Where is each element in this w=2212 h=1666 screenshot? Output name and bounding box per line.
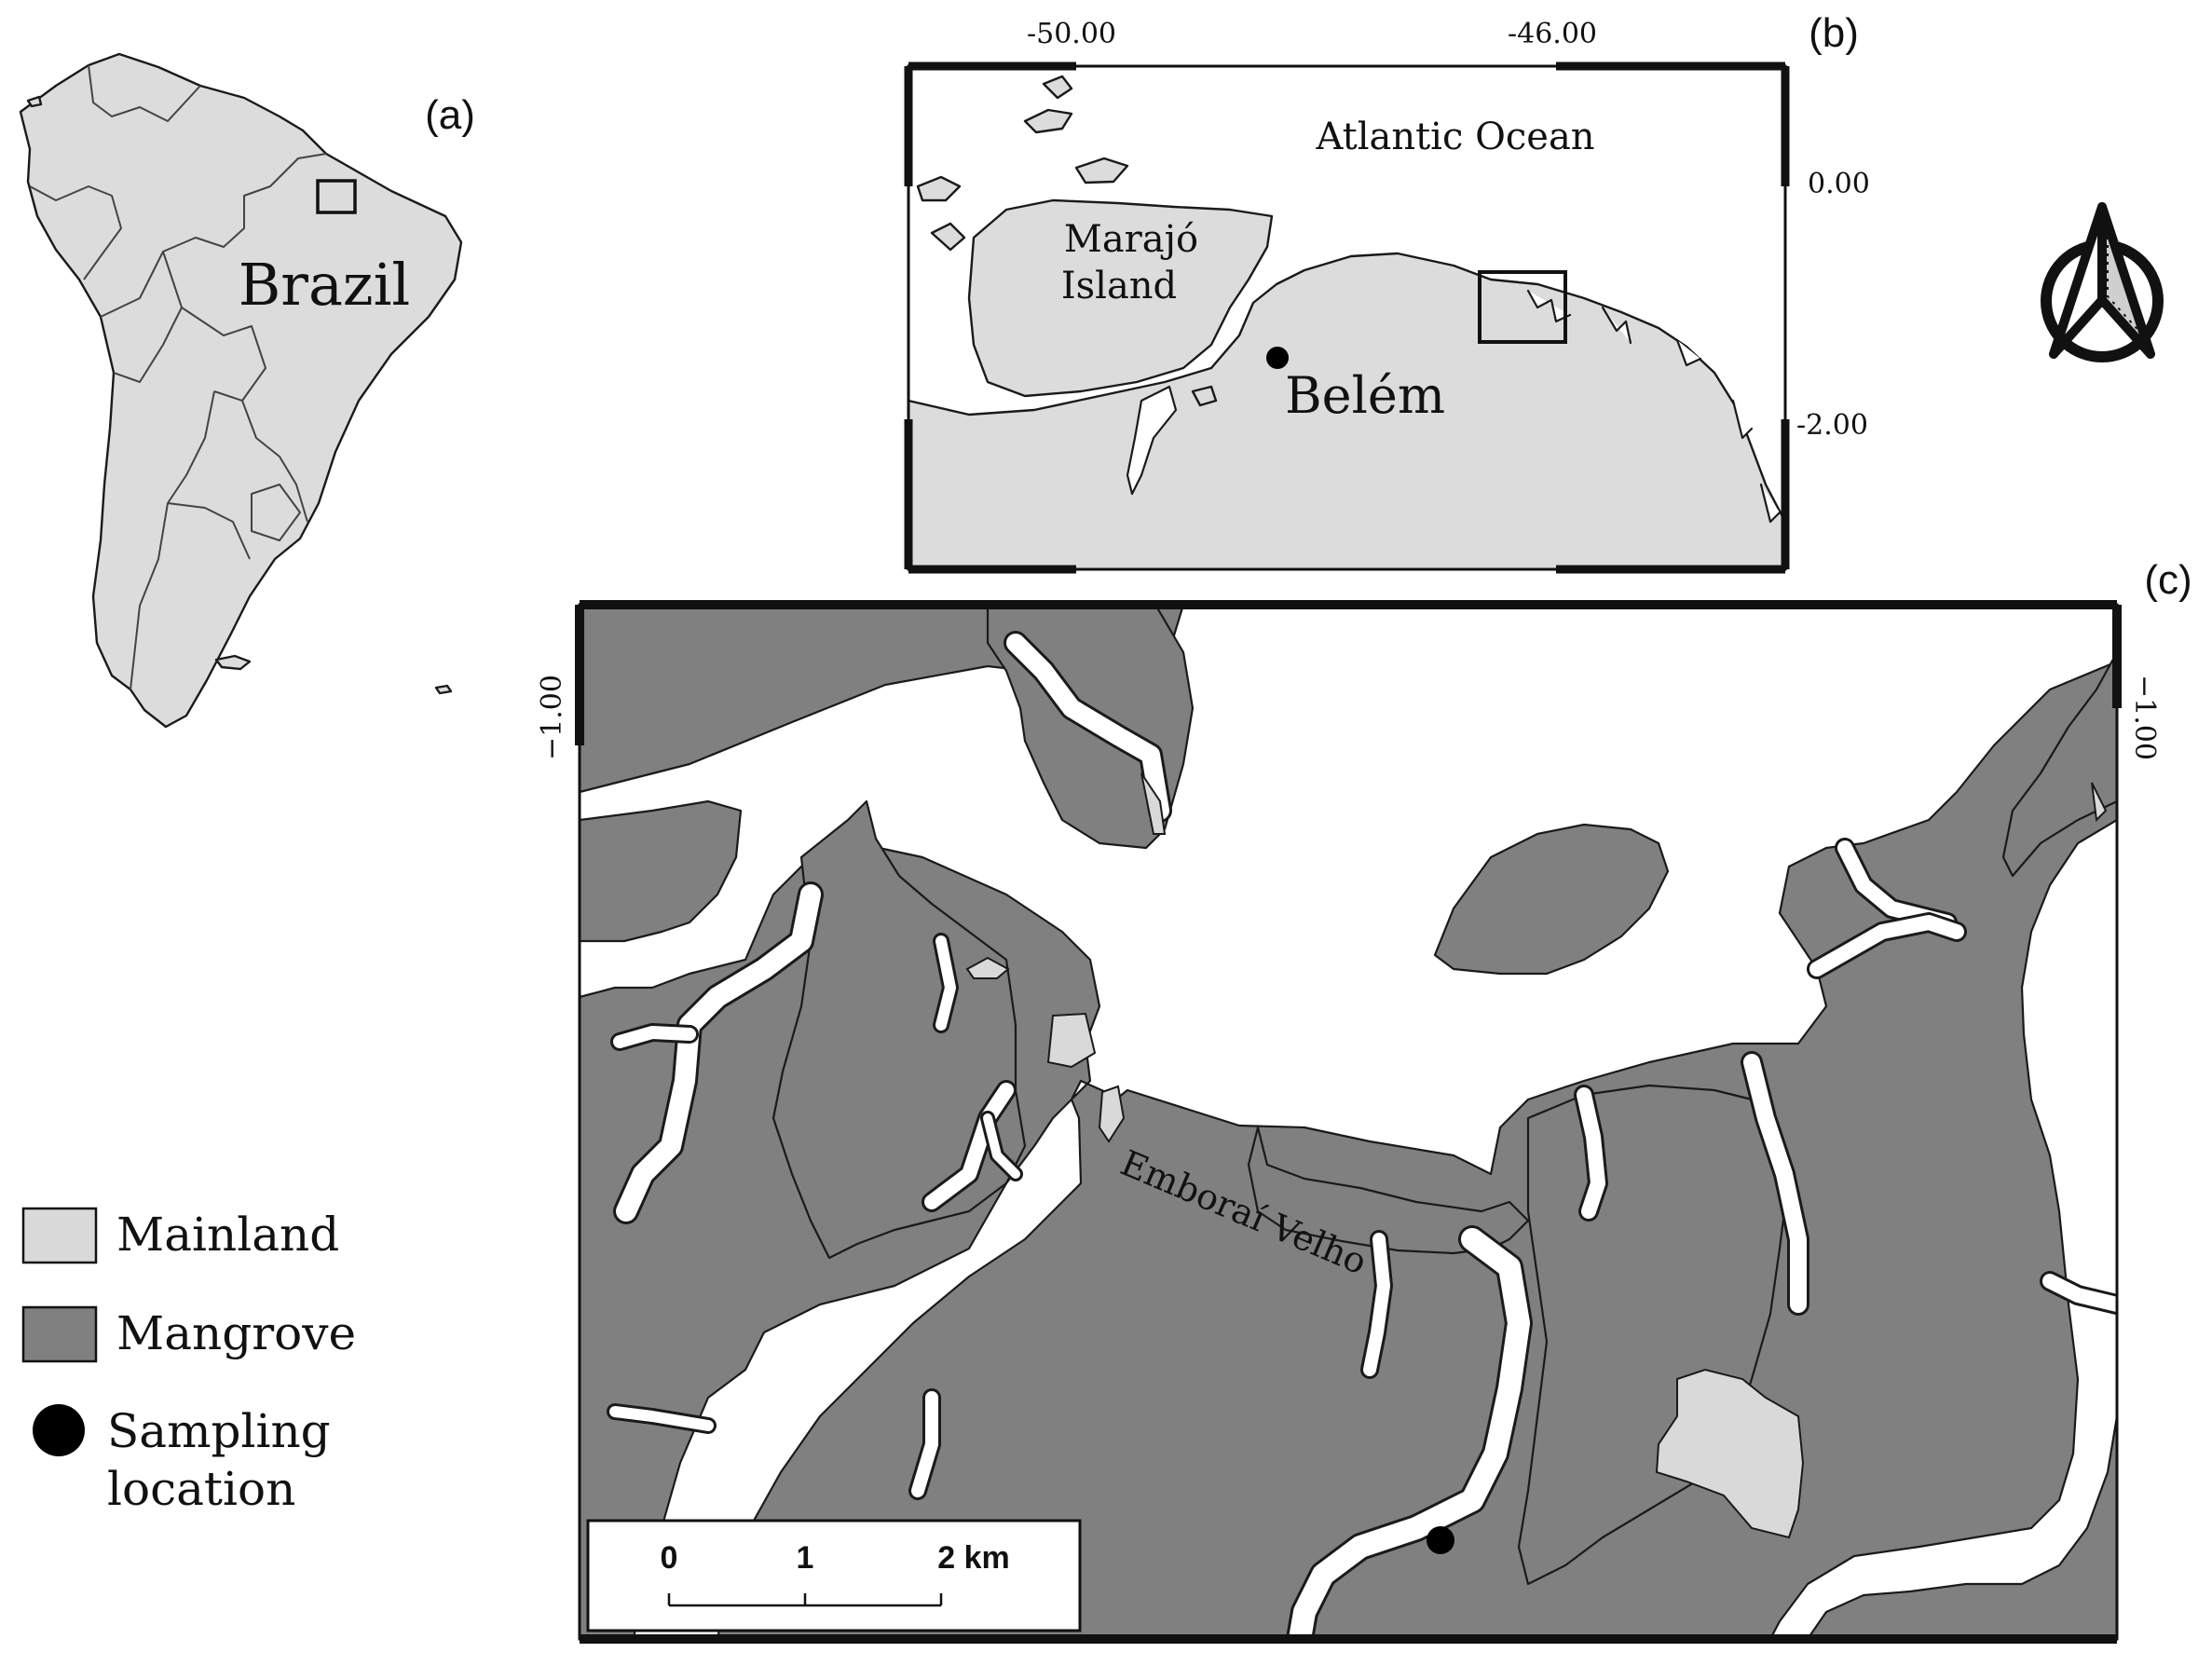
- sampling-location-marker: [1427, 1526, 1454, 1554]
- legend-label-sampling-line2: location: [107, 1462, 295, 1516]
- panel-a-study-area-box: [316, 179, 357, 214]
- scale-bar: 0 1 2 km: [586, 1519, 1082, 1632]
- panel-c-estuary-map: Emboraí Velho 0 1 2 km −1.00 −1.00 (c): [536, 557, 2192, 1644]
- scale-label-0: 0: [661, 1540, 678, 1576]
- tick-right-0: 0.00: [1808, 168, 1870, 200]
- scale-bar-box: [586, 1519, 1082, 1632]
- tick-top-minus-50: -50.00: [1027, 18, 1116, 50]
- legend: Mainland Mangrove Sampling location: [21, 1207, 356, 1516]
- panel-b-marajo-island: [967, 198, 1274, 398]
- tick-top-minus-46: -46.00: [1508, 18, 1597, 50]
- scale-label-2km: 2 km: [937, 1540, 1010, 1576]
- legend-swatch-mangrove: [21, 1305, 98, 1363]
- panel-c-mainland-patch-small-2: [965, 956, 1010, 979]
- panel-c-tidal-creeks: [607, 631, 2117, 1639]
- panel-c-island-north: [1433, 823, 1670, 976]
- panel-b-study-area-box: [1478, 270, 1567, 344]
- panel-c-island-central: [1247, 1126, 1530, 1255]
- panel-c-island-east: [2001, 650, 2117, 878]
- island-label-line2: Island: [1061, 265, 1177, 307]
- panel-c-mainland-patch-large: [1655, 1368, 1805, 1539]
- panel-a-label: (a): [425, 92, 475, 138]
- tick-right-minus-2: -2.00: [1796, 409, 1868, 442]
- panel-b-small-islands: [916, 75, 1218, 407]
- island-label-line1: Marajó: [1064, 218, 1198, 261]
- panel-c-island-west: [580, 799, 743, 943]
- panel-c-label: (c): [2144, 557, 2192, 603]
- panel-c-mainland-patch-small-5: [2091, 782, 2108, 823]
- panel-b-regional-map: -50.00 -46.00 0.00 -2.00 Atlantic Ocean …: [904, 10, 1870, 574]
- country-label-brazil: Brazil: [239, 251, 411, 319]
- panel-c-island-central-west: [771, 799, 1027, 1260]
- tick-left-minus-1: −1.00: [536, 675, 568, 760]
- panel-b-label: (b): [1809, 10, 1859, 56]
- legend-swatch-mainland: [21, 1207, 98, 1264]
- panel-c-mainland-patch-small-3: [1098, 1085, 1126, 1143]
- panel-c-mainland-patch-small-4: [1140, 772, 1167, 835]
- country-borders: [29, 64, 327, 690]
- panel-c-open-water: [580, 605, 2117, 1639]
- north-arrow-icon: [2041, 202, 2164, 362]
- panel-c-mainland-patch-small-1: [1046, 1012, 1097, 1069]
- south-america-landmass: [19, 52, 463, 729]
- legend-label-mainland: Mainland: [116, 1208, 339, 1262]
- legend-label-mangrove: Mangrove: [116, 1306, 356, 1360]
- legend-sampling-marker: [33, 1404, 85, 1456]
- belem-marker: [1266, 347, 1289, 369]
- panel-a-south-america-map: Brazil (a): [19, 52, 475, 729]
- legend-label-sampling-line1: Sampling: [107, 1404, 331, 1458]
- tick-right-minus-1: −1.00: [2128, 675, 2161, 760]
- falkland-islands: [26, 95, 453, 695]
- scale-label-1: 1: [797, 1540, 814, 1576]
- city-label-belem: Belém: [1285, 366, 1445, 425]
- ocean-label: Atlantic Ocean: [1315, 116, 1594, 158]
